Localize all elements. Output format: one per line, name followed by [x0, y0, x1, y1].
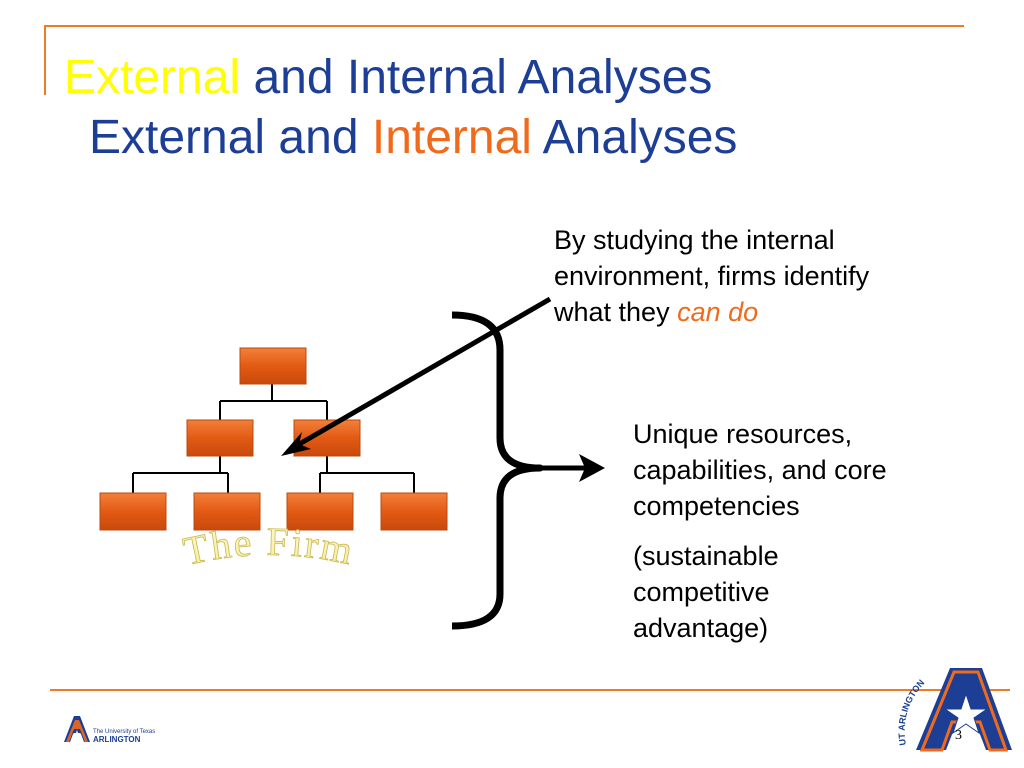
small-logo: [64, 716, 90, 742]
internal-note: By studying the internal environment, fi…: [554, 222, 869, 330]
title-2-start: External and: [89, 111, 359, 164]
small-logo-star-icon: [73, 730, 81, 738]
big-logo-star-icon: [943, 692, 989, 735]
title-2-highlight: Internal: [371, 111, 532, 164]
outcome-arrowhead: [579, 454, 605, 482]
org-box-bottom-2: [193, 492, 261, 531]
note-line-3: what they can do: [554, 294, 869, 330]
note-line-3-prefix: what they: [554, 297, 670, 327]
org-box-mid-left: [186, 419, 254, 457]
outcome-line-1: Unique resources,: [633, 419, 853, 449]
org-connectors: [132, 384, 415, 493]
small-logo-text: The University of Texas ARLINGTON: [93, 728, 155, 744]
note-line-2: environment, firms identify: [554, 261, 870, 291]
org-box-bottom-4: [380, 492, 448, 531]
outcome-paren-1: (sustainable: [633, 541, 779, 571]
org-boxes: [99, 347, 448, 531]
title-1-rest: and Internal Analyses: [253, 51, 713, 104]
outcome-line-3: competencies: [633, 491, 800, 521]
left-rule: [44, 25, 46, 95]
small-logo-line-1: The University of Texas: [93, 729, 156, 735]
org-box-bottom-1: [99, 492, 167, 531]
title-2-end: Analyses: [542, 111, 738, 164]
note-line-1: By studying the internal: [554, 225, 835, 255]
title-1-highlight: External: [64, 51, 241, 104]
note-arrowhead: [281, 432, 311, 456]
org-box-bottom-3: [286, 492, 354, 531]
page-number: 3: [955, 728, 962, 743]
curly-brace: [451, 311, 544, 630]
can-do-emphasis: can do: [677, 297, 759, 327]
top-rule: [44, 25, 964, 27]
title-line-1: External and Internal Analyses: [64, 54, 712, 102]
big-logo-text: UT ARLINGTON: [897, 678, 927, 746]
outcome-paren-2: competitive: [633, 577, 770, 607]
small-logo-line-2: ARLINGTON: [93, 735, 141, 744]
note-arrow-line: [294, 296, 552, 449]
outcome-paren-3: advantage): [633, 613, 769, 643]
org-box-top: [239, 347, 307, 385]
title-line-2: External and Internal Analyses: [89, 114, 737, 162]
outcome-line-2: capabilities, and core: [633, 455, 887, 485]
outcome-text: Unique resources, capabilities, and core…: [633, 416, 887, 646]
